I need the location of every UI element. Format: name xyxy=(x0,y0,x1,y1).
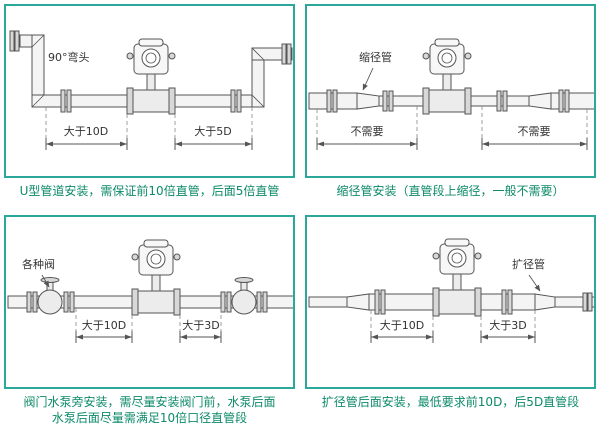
expander-drawing-frame: 扩径管 大于10D 大于3D xyxy=(305,215,596,389)
downstream-dim-label: 不需要 xyxy=(517,125,551,138)
dimension-upstream xyxy=(316,106,418,150)
panel-caption: 阀门水泵旁安装，需尽量安装阀门前，水泵后面水泵后面尽量需满足10倍口径直管段 xyxy=(4,394,295,426)
expander-drawing xyxy=(308,238,594,343)
valve-pump-drawing xyxy=(7,239,293,343)
valve-leader-arrow xyxy=(41,274,50,288)
reducer-cone-left xyxy=(356,92,380,110)
expander-cone-right xyxy=(534,293,556,311)
caption-line-1: 阀门水泵旁安装，需尽量安装阀门前，水泵后面 xyxy=(23,395,276,409)
upstream-dim-label: 大于10D xyxy=(63,125,109,138)
dimension-upstream xyxy=(75,308,133,343)
reducer-label: 缩径管 xyxy=(359,51,392,64)
valve-pump-drawing-frame: 各种阀 大于10D 大于3D xyxy=(4,215,295,389)
downstream-dim-label: 大于3D xyxy=(182,319,220,332)
flowmeter xyxy=(422,38,472,115)
reducer-leader-arrow xyxy=(362,67,374,91)
panel-caption: 缩径管安装（直管段上缩径，一般不需要） xyxy=(336,184,565,198)
dimension-downstream xyxy=(179,308,222,343)
elbow-label: 90°弯头 xyxy=(48,51,90,64)
reducer-cone-right xyxy=(528,92,552,110)
dimension-downstream xyxy=(174,107,253,150)
pipe-run xyxy=(9,30,293,113)
dimension-downstream xyxy=(480,310,536,343)
dimension-downstream xyxy=(481,106,588,150)
u-pipe-drawing xyxy=(9,30,293,150)
flowmeter xyxy=(432,238,482,317)
panel-expander-installation: 扩径管 大于10D 大于3D 扩径管后面安装，最低要求前10D，后5D直管段 xyxy=(305,215,596,410)
downstream-dim-label: 大于3D xyxy=(489,319,527,332)
valve-left xyxy=(26,277,75,315)
panel-valve-pump-installation: 各种阀 大于10D 大于3D 阀门水泵旁安装，需尽量安装阀门前，水泵后面水泵后面… xyxy=(4,215,295,426)
upstream-dim-label: 大于10D xyxy=(81,319,127,332)
reducer-drawing xyxy=(308,38,594,150)
flowmeter xyxy=(126,38,176,115)
flowmeter xyxy=(131,239,181,316)
dimension-upstream xyxy=(370,310,434,343)
pump-right xyxy=(220,277,268,315)
dimension-upstream xyxy=(45,107,128,150)
upstream-dim-label: 不需要 xyxy=(350,125,384,138)
u-pipe-drawing-frame: 90°弯头 大于10D 大于5D xyxy=(4,4,295,178)
valve-label: 各种阀 xyxy=(22,258,55,271)
panel-caption: 扩径管后面安装，最低要求前10D，后5D直管段 xyxy=(321,395,580,409)
expander-cone-left xyxy=(346,293,370,311)
upstream-dim-label: 大于10D xyxy=(379,319,425,332)
reducer-drawing-frame: 缩径管 不需要 不需要 xyxy=(305,4,596,178)
downstream-dim-label: 大于5D xyxy=(194,125,232,138)
panel-caption: U型管道安装，需保证前10倍直管，后面5倍直管 xyxy=(19,184,280,198)
expander-leader-arrow xyxy=(528,274,541,292)
panel-u-pipe-installation: 90°弯头 大于10D 大于5D U型管道安装，需保证前10倍直管，后面5倍直管 xyxy=(4,4,295,199)
expander-label: 扩径管 xyxy=(512,258,545,271)
panel-reducer-installation: 缩径管 不需要 不需要 缩径管安装（直管段上缩径，一般不需要） xyxy=(305,4,596,199)
caption-line-2: 水泵后面尽量需满足10倍口径直管段 xyxy=(51,411,248,426)
